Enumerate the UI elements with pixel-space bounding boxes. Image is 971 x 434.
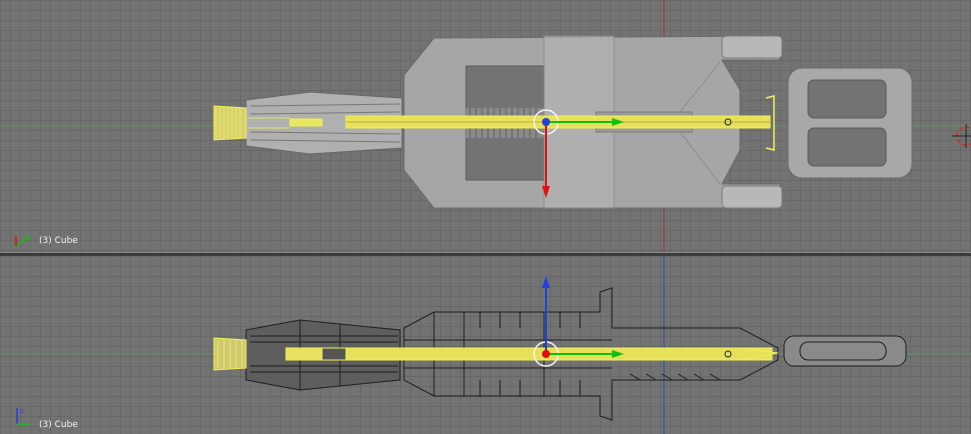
viewport-bottom-object-label: (3) Cube xyxy=(39,420,78,430)
3d-cursor-icon xyxy=(952,124,971,148)
buckle-mesh[interactable] xyxy=(787,67,913,179)
grip-mesh[interactable] xyxy=(245,91,403,155)
mini-axis-icon: y xyxy=(15,235,31,247)
viewport-top-scene xyxy=(0,0,971,252)
mini-axis-icon: z xyxy=(16,408,30,425)
object-origin-icon xyxy=(724,118,732,126)
transform-manipulator-icon[interactable] xyxy=(533,276,624,367)
buckle-wireframe[interactable] xyxy=(783,335,907,367)
viewport-top-object-label: (3) Cube xyxy=(39,236,78,246)
object-origin-icon xyxy=(724,350,732,358)
viewport-top[interactable]: y (3) Cube xyxy=(0,0,971,252)
selected-rod-mesh[interactable] xyxy=(213,95,775,151)
transform-manipulator-icon[interactable] xyxy=(533,109,624,198)
svg-text:y: y xyxy=(26,235,30,242)
svg-text:z: z xyxy=(20,408,23,415)
viewport-divider[interactable] xyxy=(0,252,971,256)
viewport-bottom-scene xyxy=(0,256,971,434)
viewport-bottom[interactable]: z (3) Cube xyxy=(0,256,971,434)
housing-wireframe[interactable] xyxy=(403,287,779,421)
